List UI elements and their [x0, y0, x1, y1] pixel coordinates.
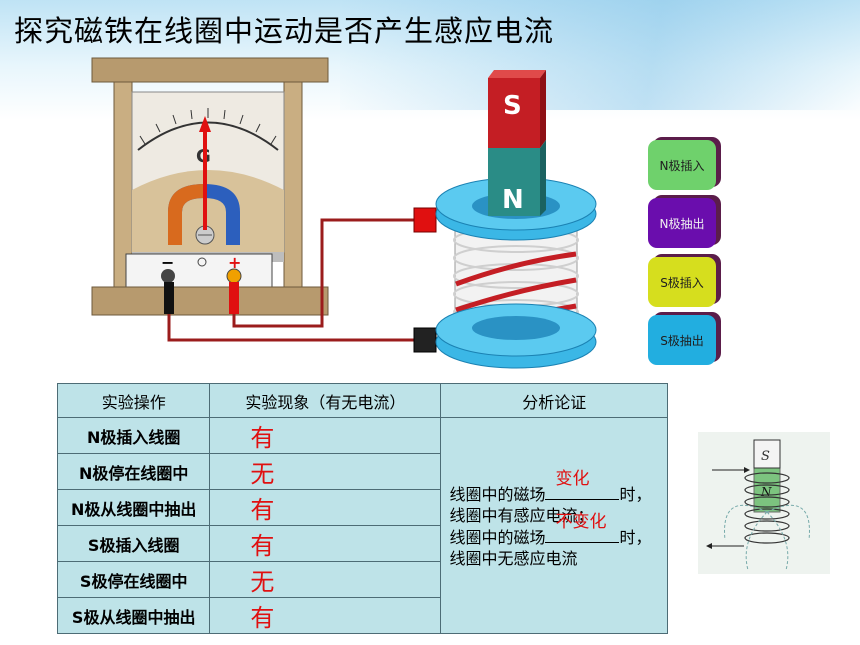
row-operation: S极插入线圈: [56, 525, 211, 562]
analysis-line3-post: 时，: [619, 527, 652, 547]
row-operation: N极从线圈中抽出: [56, 489, 211, 526]
analysis-line4: 线圈中无感应电流: [449, 548, 578, 568]
row-operation: S极从线圈中抽出: [56, 597, 211, 634]
analysis-blank-2: 不变化: [545, 512, 620, 543]
experiment-table: 实验操作 实验现象（有无电流） 分析论证 N极插入线圈 有 线圈中的磁场变化时，…: [56, 383, 668, 634]
inset-coil-diagram: S N: [698, 432, 830, 574]
s-pole-withdraw-button[interactable]: S极抽出: [648, 315, 716, 365]
bar-magnet: S N: [488, 70, 546, 216]
row-result: 有: [209, 489, 442, 526]
row-operation: S极停在线圈中: [56, 561, 211, 598]
table-row: S极从线圈中抽出 有: [56, 597, 668, 634]
table-row: N极插入线圈 有 线圈中的磁场变化时， 线圈中有感应电流； 线圈中的磁场不变化时…: [56, 417, 668, 634]
header-phenomenon: 实验现象（有无电流）: [209, 383, 442, 418]
analysis-line3-pre: 线圈中的磁场: [449, 527, 546, 547]
circuit-wires: [167, 218, 418, 342]
analysis-blank-1: 变化: [545, 469, 620, 500]
s-pole-insert-button[interactable]: S极插入: [648, 257, 716, 307]
table-row: N极停在线圈中 无: [56, 453, 668, 490]
magnet-s-label: S: [503, 91, 522, 121]
header-analysis: 分析论证: [440, 383, 668, 418]
table-row: S极停在线圈中 无: [56, 561, 668, 598]
n-pole-insert-button[interactable]: N极插入: [648, 140, 716, 190]
row-operation: N极插入线圈: [56, 417, 211, 454]
analysis-line2: 线圈中有感应电流；: [449, 505, 594, 525]
analysis-text: 线圈中的磁场变化时， 线圈中有感应电流； 线圈中的磁场不变化时， 线圈中无感应电…: [449, 469, 667, 569]
plus-label: +: [228, 253, 241, 272]
row-result: 有: [209, 597, 442, 634]
analysis-fill-1: 变化: [555, 468, 590, 489]
row-result: 有: [209, 525, 442, 562]
table-header-row: 实验操作 实验现象（有无电流） 分析论证: [56, 383, 668, 418]
page-title: 探究磁铁在线圈中运动是否产生感应电流: [14, 14, 555, 48]
n-pole-withdraw-button[interactable]: N极抽出: [648, 198, 716, 248]
magnet-n-label: N: [502, 185, 524, 215]
row-result: 无: [209, 453, 442, 490]
row-result: 无: [209, 561, 442, 598]
row-operation: N极停在线圈中: [56, 453, 211, 490]
minus-label: −: [161, 253, 174, 272]
row-result: 有: [209, 417, 442, 454]
galvanometer: G − +: [91, 57, 329, 316]
analysis-line1-post: 时，: [619, 484, 652, 504]
analysis-cell: 线圈中的磁场变化时， 线圈中有感应电流； 线圈中的磁场不变化时， 线圈中无感应电…: [440, 417, 668, 634]
inset-s-label: S: [761, 449, 770, 464]
analysis-fill-2: 不变化: [555, 511, 607, 532]
analysis-line1-pre: 线圈中的磁场: [449, 484, 546, 504]
header-operation: 实验操作: [56, 383, 211, 418]
